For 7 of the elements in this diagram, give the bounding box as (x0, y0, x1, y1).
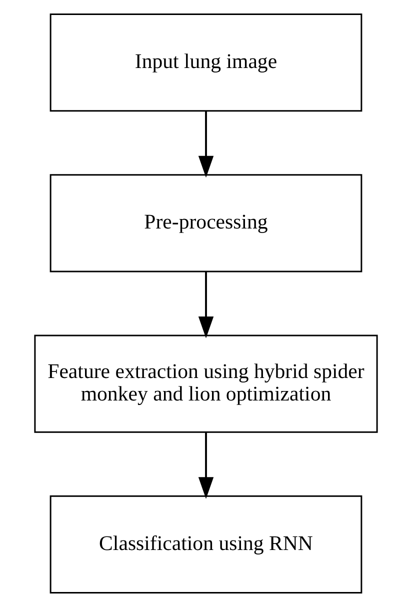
arrow (198, 272, 214, 338)
node-box: Classification using RNN (49, 495, 362, 594)
arrow (198, 110, 214, 178)
node-box: Feature extraction using hybrid spider monkey and lion optimization (34, 334, 378, 433)
node-box: Pre-processing (49, 174, 362, 272)
node-box: Input lung image (49, 13, 362, 112)
arrow (198, 432, 214, 499)
